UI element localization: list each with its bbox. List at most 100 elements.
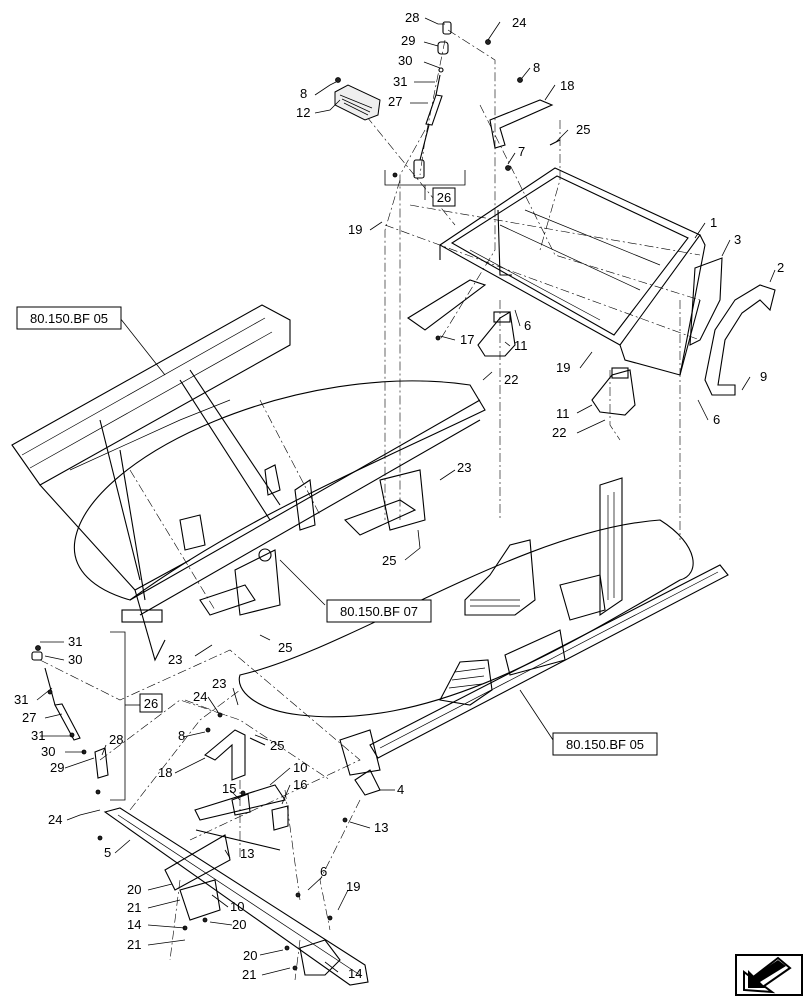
cable-end-fitting <box>442 21 452 35</box>
reference-box-bottom-right: 80.150.BF 05 <box>552 732 658 756</box>
callout-number: 8 <box>533 60 540 75</box>
callout-number: 30 <box>68 652 82 667</box>
callout-number: 31 <box>68 634 82 649</box>
callout-number: 6 <box>320 864 327 879</box>
callout-number: 24 <box>512 15 526 30</box>
brake-cable-assembly <box>392 21 452 179</box>
callout-number: 21 <box>242 967 256 982</box>
callout-number: 10 <box>230 899 244 914</box>
callout-number: 16 <box>293 777 307 792</box>
callout-number: 31 <box>393 74 407 89</box>
callout-number: 1 <box>710 215 717 230</box>
callout-number: 20 <box>243 948 257 963</box>
callout-number: 7 <box>518 144 525 159</box>
deck-ellipse-left <box>73 380 486 601</box>
callout-number: 14 <box>127 917 141 932</box>
callout-number: 21 <box>127 937 141 952</box>
cable-washer <box>438 67 444 73</box>
callout-number: 24 <box>193 689 207 704</box>
cable-nut <box>437 41 449 55</box>
reference-label: 80.150.BF 07 <box>340 604 418 619</box>
callout-number: 8 <box>178 728 185 743</box>
callout-number: 15 <box>222 781 236 796</box>
reference-box-top-left: 80.150.BF 05 <box>16 306 122 330</box>
group-box-26-bottom: 26 <box>139 693 163 713</box>
callout-number: 4 <box>397 782 404 797</box>
callout-number: 30 <box>41 744 55 759</box>
side-plate-3 <box>689 257 723 346</box>
callout-number: 25 <box>278 640 292 655</box>
callout-number: 22 <box>504 372 518 387</box>
callout-number: 2 <box>777 260 784 275</box>
callout-number: 25 <box>576 122 590 137</box>
deck-ellipse-right <box>238 519 694 718</box>
callout-number: 24 <box>48 812 62 827</box>
callout-number: 28 <box>405 10 419 25</box>
leader-lines <box>36 17 776 976</box>
direction-arrow-icon <box>735 954 803 996</box>
step-plate-17 <box>407 279 487 341</box>
callout-number: 26 <box>437 190 451 205</box>
callout-number: 23 <box>457 460 471 475</box>
group-box-26-top: 26 <box>432 187 456 207</box>
callout-number: 25 <box>270 738 284 753</box>
callout-number: 27 <box>388 94 402 109</box>
bracket-4 <box>342 769 381 823</box>
callout-number: 20 <box>232 917 246 932</box>
handrail-2 <box>704 284 776 396</box>
lower-brackets-14 <box>179 879 341 976</box>
step-bracket-11-right <box>591 367 636 416</box>
callout-number: 23 <box>212 676 226 691</box>
pedal-bracket-18-top <box>485 39 561 171</box>
callout-number: 14 <box>348 966 362 981</box>
callout-number: 31 <box>31 728 45 743</box>
reference-box-mid: 80.150.BF 07 <box>326 599 432 623</box>
callout-number: 17 <box>460 332 474 347</box>
callout-number: 23 <box>168 652 182 667</box>
frame-mounts-left <box>121 464 426 623</box>
callout-numbers: 28 24 29 30 8 31 18 8 27 12 25 7 19 1 3 … <box>14 10 784 982</box>
callout-number: 20 <box>127 882 141 897</box>
assembly-lines <box>39 29 701 981</box>
callout-number: 30 <box>398 53 412 68</box>
step-bracket-11-left <box>477 311 516 357</box>
callout-number: 25 <box>382 553 396 568</box>
callout-number: 13 <box>240 846 254 861</box>
callout-number: 21 <box>127 900 141 915</box>
group-bracket-26-bottom <box>110 631 140 801</box>
header-frame-left <box>11 304 481 662</box>
brake-cable <box>425 94 443 126</box>
callout-number: 9 <box>760 369 767 384</box>
callout-number: 28 <box>109 732 123 747</box>
callout-number: 22 <box>552 425 566 440</box>
callout-number: 12 <box>296 105 310 120</box>
callout-number: 19 <box>346 879 360 894</box>
callout-number: 13 <box>374 820 388 835</box>
reference-label: 80.150.BF 05 <box>30 311 108 326</box>
group-bracket-26-top <box>384 170 466 200</box>
callout-number: 3 <box>734 232 741 247</box>
callout-number: 8 <box>300 86 307 101</box>
callout-number: 11 <box>556 406 570 421</box>
lower-step <box>439 659 493 706</box>
lower-brackets-10-15-16 <box>194 784 289 851</box>
callout-number: 27 <box>22 710 36 725</box>
callout-number: 31 <box>14 692 28 707</box>
platform-frame <box>438 167 706 376</box>
callout-number: 11 <box>514 338 528 353</box>
callout-number: 18 <box>158 765 172 780</box>
callout-number: 19 <box>348 222 362 237</box>
callout-number: 10 <box>293 760 307 775</box>
callout-number: 19 <box>556 360 570 375</box>
callout-number: 29 <box>401 33 415 48</box>
callout-number: 6 <box>713 412 720 427</box>
lower-pedal-bracket-18 <box>204 712 266 781</box>
callout-number: 6 <box>524 318 531 333</box>
brake-pedal <box>334 77 381 121</box>
reference-label: 80.150.BF 05 <box>566 737 644 752</box>
lower-frame-rail <box>339 477 729 776</box>
callout-number: 5 <box>104 845 111 860</box>
callout-number: 29 <box>50 760 64 775</box>
skid-plate-5 <box>103 807 369 986</box>
